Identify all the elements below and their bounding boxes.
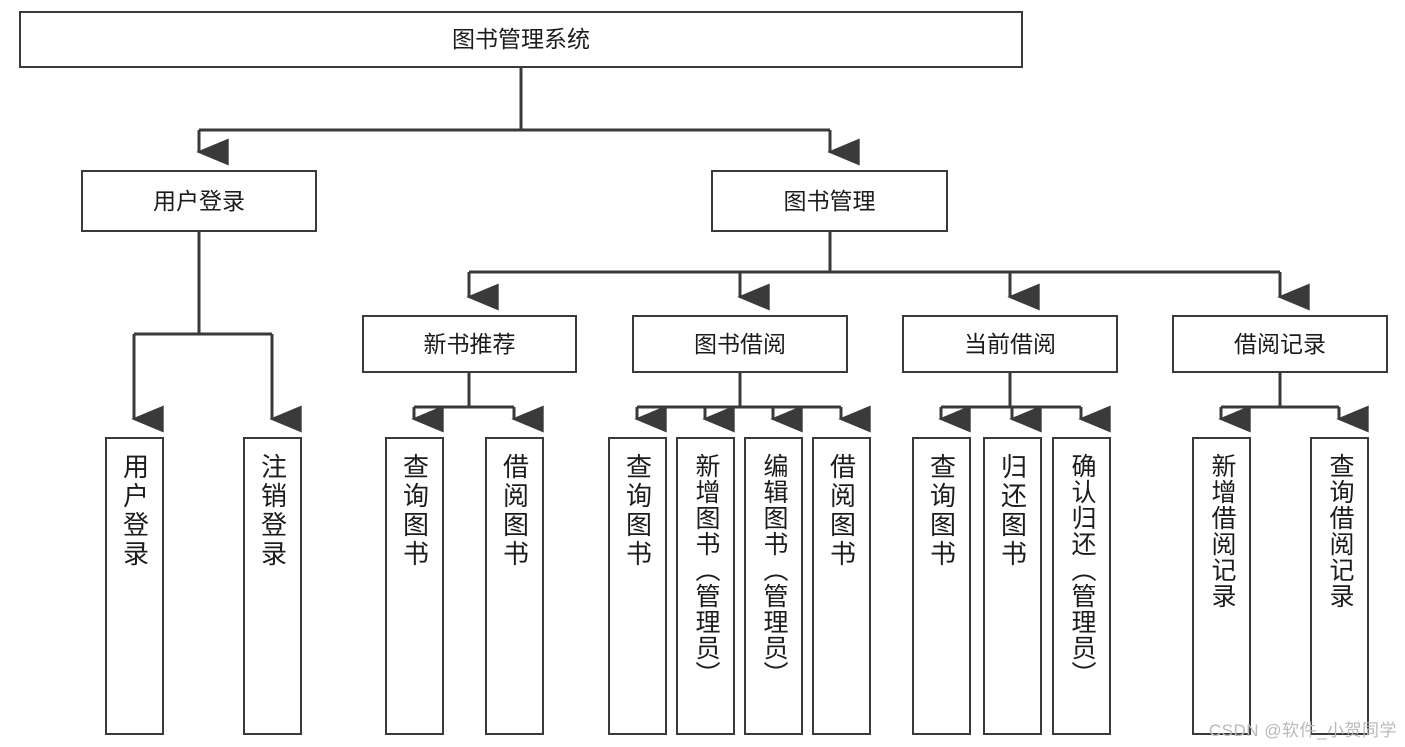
leaf-query-book-3-label: 查询图书 [926, 453, 957, 569]
watermark: CSDN @软件_小贺同学 [1208, 721, 1397, 740]
leaf-logout-label: 注销登录 [257, 453, 288, 569]
node-current-borrow[interactable]: 当前借阅 [902, 315, 1118, 373]
leaf-return-book-label: 归还图书 [997, 453, 1028, 569]
leaf-query-book-2-label: 查询图书 [622, 453, 653, 569]
leaf-query-book-1[interactable]: 查询图书 [385, 437, 444, 735]
leaf-borrow-book-1[interactable]: 借阅图书 [485, 437, 544, 735]
leaf-return-book[interactable]: 归还图书 [983, 437, 1042, 735]
node-new-book-recommend-label: 新书推荐 [423, 330, 516, 357]
leaf-edit-book-admin[interactable]: 编辑图书（管理员） [744, 437, 803, 735]
node-root[interactable]: 图书管理系统 [19, 11, 1023, 68]
node-root-label: 图书管理系统 [452, 26, 590, 53]
leaf-query-book-3[interactable]: 查询图书 [912, 437, 971, 735]
leaf-add-borrow-record[interactable]: 新增借阅记录 [1192, 437, 1251, 735]
node-book-borrow[interactable]: 图书借阅 [632, 315, 848, 373]
leaf-confirm-return-admin-label: 确认归还（管理员） [1068, 453, 1096, 687]
leaf-query-book-2[interactable]: 查询图书 [608, 437, 667, 735]
leaf-borrow-book-2-label: 借阅图书 [826, 453, 857, 569]
node-user-login-label: 用户登录 [153, 187, 245, 214]
leaf-user-login-label: 用户登录 [119, 453, 150, 569]
node-book-manage[interactable]: 图书管理 [711, 170, 948, 232]
node-borrow-record-label: 借阅记录 [1234, 330, 1326, 357]
node-book-borrow-label: 图书借阅 [694, 330, 786, 357]
leaf-query-borrow-record[interactable]: 查询借阅记录 [1310, 437, 1369, 735]
leaf-query-borrow-record-label: 查询借阅记录 [1326, 453, 1354, 609]
node-user-login[interactable]: 用户登录 [81, 170, 317, 232]
leaf-borrow-book-2[interactable]: 借阅图书 [812, 437, 871, 735]
leaf-logout[interactable]: 注销登录 [243, 437, 302, 735]
leaf-query-book-1-label: 查询图书 [399, 453, 430, 569]
node-new-book-recommend[interactable]: 新书推荐 [362, 315, 577, 373]
leaf-borrow-book-1-label: 借阅图书 [499, 453, 530, 569]
leaf-add-borrow-record-label: 新增借阅记录 [1208, 453, 1236, 609]
node-borrow-record[interactable]: 借阅记录 [1172, 315, 1388, 373]
leaf-edit-book-admin-label: 编辑图书（管理员） [760, 453, 788, 687]
node-current-borrow-label: 当前借阅 [964, 330, 1056, 357]
leaf-add-book-admin-label: 新增图书（管理员） [692, 453, 720, 687]
leaf-add-book-admin[interactable]: 新增图书（管理员） [676, 437, 735, 735]
leaf-user-login[interactable]: 用户登录 [105, 437, 164, 735]
leaf-confirm-return-admin[interactable]: 确认归还（管理员） [1052, 437, 1111, 735]
node-book-manage-label: 图书管理 [783, 187, 876, 214]
